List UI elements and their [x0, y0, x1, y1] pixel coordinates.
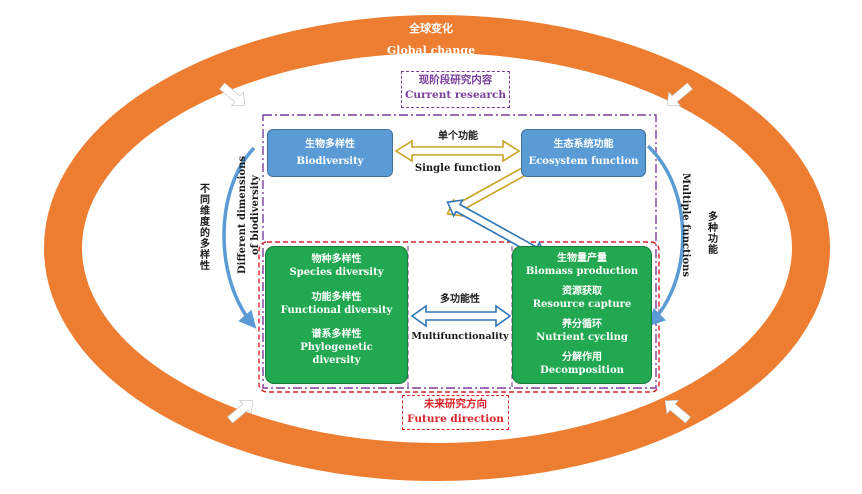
future-direction-tag: 未来研究方向 Future direction: [402, 395, 509, 430]
char: 多: [200, 239, 210, 250]
char: 的: [200, 228, 210, 239]
ring-arrow-bottom-right: [664, 399, 691, 424]
char: 度: [200, 217, 210, 228]
species-diversity-en: Species diversity: [289, 267, 384, 278]
char: 不: [200, 184, 210, 195]
phylogenetic-diversity-cn: 谱系多样性: [311, 329, 362, 340]
nutrient-cycling-cn: 养分循环: [562, 319, 602, 330]
global-change-cn: 全球变化: [409, 22, 453, 35]
phylogenetic-diversity-en: Phylogenetic: [300, 342, 373, 353]
ring-arrow-bottom-left: [227, 399, 254, 424]
char: 样: [200, 250, 210, 261]
global-change-en: Global change: [386, 44, 476, 57]
functional-diversity-cn: 功能多样性: [311, 292, 362, 303]
ring-arrow-top-left: [219, 82, 246, 107]
right-curved-arrow: [646, 144, 685, 327]
phylogenetic-diversity-en2: diversity: [312, 355, 361, 366]
current-research-cn: 现阶段研究内容: [418, 74, 493, 86]
current-research-tag: 现阶段研究内容 Current research: [401, 71, 510, 108]
global-change-ring: [44, 15, 830, 481]
diversity-dimensions-cn: 不 同 维 度 的 多 样 性: [198, 184, 212, 272]
decomposition-cn: 分解作用: [562, 352, 602, 363]
resource-capture-en: Resource capture: [532, 299, 632, 310]
future-direction-frame: [258, 241, 660, 393]
single-function-en: Single function: [414, 163, 502, 174]
functional-diversity-en: Functional diversity: [280, 305, 393, 316]
char: 同: [200, 195, 210, 206]
ecosystem-function-cn: 生态系统功能: [553, 139, 614, 150]
biomass-production-en: Biomass production: [525, 266, 639, 277]
biodiversity-box: 生物多样性 Biodiversity: [267, 129, 393, 177]
ecosystem-function-box: 生态系统功能 Ecosystem function: [521, 129, 646, 177]
biodiversity-cn: 生物多样性: [305, 139, 355, 150]
multifunctionality-arrow: [410, 304, 512, 328]
nutrient-cycling-en: Nutrient cycling: [536, 332, 628, 343]
current-research-frame: [262, 114, 657, 389]
ring-arrow-top-right: [666, 82, 693, 107]
diversity-dimensions-en-line2: of biodiversity: [250, 175, 261, 256]
char: 种: [708, 223, 718, 234]
char: 功: [708, 234, 718, 245]
multiple-functions-en: Multiple functions: [680, 172, 691, 278]
left-curved-arrow: [222, 146, 257, 329]
char: 维: [200, 206, 210, 217]
resource-capture-cn: 资源获取: [562, 286, 602, 297]
multifunctionality-en: Multifunctionality: [411, 331, 509, 342]
char: 多: [708, 212, 718, 223]
diversity-dimensions-box: 物种多样性 Species diversity 功能多样性 Functional…: [265, 246, 408, 384]
decomposition-en: Decomposition: [540, 365, 624, 376]
species-diversity-cn: 物种多样性: [311, 254, 362, 265]
biodiversity-en: Biodiversity: [296, 156, 364, 167]
ecosystem-function-en: Ecosystem function: [528, 156, 639, 167]
biomass-production-cn: 生物量产量: [557, 253, 607, 264]
multiple-functions-box: 生物量产量 Biomass production 资源获取 Resource c…: [512, 246, 652, 384]
multiple-functions-cn: 多 种 功 能: [706, 212, 720, 256]
single-function-arrow: [394, 139, 521, 163]
diversity-dimensions-en-line1: Different dimensions: [237, 155, 248, 275]
future-direction-en: Future direction: [407, 413, 504, 425]
future-direction-cn: 未来研究方向: [424, 398, 487, 410]
char: 性: [200, 261, 210, 272]
char: 能: [708, 245, 718, 256]
single-function-cn: 单个功能: [438, 131, 478, 142]
multifunctionality-cn: 多功能性: [440, 294, 480, 305]
current-research-en: Current research: [404, 89, 507, 101]
